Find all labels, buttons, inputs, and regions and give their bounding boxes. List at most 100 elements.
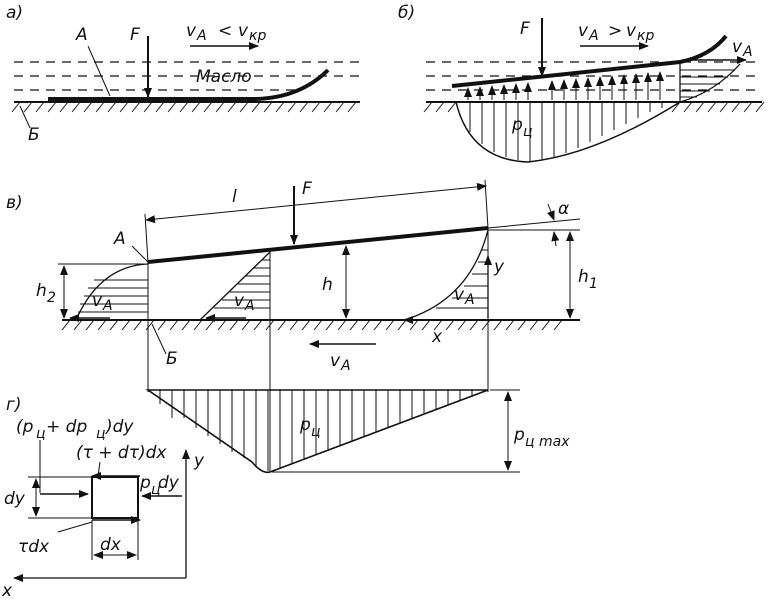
right-p: p <box>139 473 151 493</box>
point-b-leader-c <box>151 323 167 355</box>
svg-text:v: v <box>186 21 197 41</box>
point-a-label: A <box>75 25 88 45</box>
point-a-leader-c <box>131 245 149 263</box>
point-a-leader <box>87 45 111 97</box>
outflow-v: v <box>732 37 743 57</box>
middle-v: v <box>234 291 245 311</box>
angle-arrow-bottom <box>551 231 560 247</box>
svg-text:A: A <box>588 28 599 44</box>
velocity-hatch-middle <box>214 259 270 309</box>
slider-plate-b <box>451 34 728 88</box>
dy-label: dy <box>4 489 26 509</box>
velocity-hatch-b <box>680 69 735 98</box>
velocity-hatch-inlet <box>78 279 148 313</box>
panel-d-label: г) <box>6 395 22 415</box>
pressure-hatch-b <box>469 102 663 161</box>
h-label: h <box>322 275 333 295</box>
pressure-diagram <box>145 389 489 474</box>
svg-text:(p: (p <box>16 417 34 437</box>
svg-text:)dy: )dy <box>104 417 134 437</box>
point-b-label: Б <box>28 125 40 145</box>
oil-label: Масло <box>196 67 252 87</box>
h2-sub: 2 <box>47 290 56 306</box>
base-hatching <box>11 101 357 113</box>
svg-text:<: < <box>218 21 232 41</box>
pressure-p-b: p <box>511 115 523 135</box>
panel-b-label: б) <box>398 3 415 23</box>
y-label: y <box>493 257 505 277</box>
velocity-profile-middle <box>199 251 271 321</box>
right-sub: ц <box>151 482 161 498</box>
length-dimension <box>145 182 487 224</box>
pmax-sub: ц max <box>525 434 570 450</box>
right-dy: dy <box>158 473 180 493</box>
slider-plate-c <box>147 226 489 264</box>
base-hatching-c <box>61 319 563 331</box>
axis-y-label: y <box>193 451 205 471</box>
pressure-sub-c: ц <box>311 424 321 440</box>
svg-text:v: v <box>578 21 589 41</box>
force-label-c: F <box>302 179 312 199</box>
inlet-v-sub: A <box>102 298 113 314</box>
svg-text:v: v <box>626 21 637 41</box>
svg-text:ц: ц <box>36 426 46 442</box>
pressure-hatch-c <box>159 390 473 471</box>
base-v: v <box>330 351 341 371</box>
outlet-v-sub: A <box>464 292 475 308</box>
inlet-v: v <box>92 291 103 311</box>
panel-b: б) <box>398 3 765 163</box>
speed-condition-b: v A > v кр <box>578 21 654 50</box>
shear-top-label: (τ + dτ)dx <box>76 443 167 463</box>
velocity-profile-inlet <box>75 263 149 321</box>
svg-text:ц: ц <box>96 426 106 442</box>
panel-c-label: в) <box>6 193 23 213</box>
dx-label: dx <box>100 535 122 555</box>
slider-extension-line <box>487 218 581 229</box>
top-force-formula: (p ц + dp ц )dy <box>16 417 134 442</box>
shear-bottom-label: τdx <box>18 537 50 557</box>
length-label: l <box>232 187 237 207</box>
svg-text:кр: кр <box>249 28 266 44</box>
speed-condition-a: v A < v кр <box>186 21 266 50</box>
length-ext-right <box>484 179 489 229</box>
point-b-leader <box>19 105 31 129</box>
slider-plate <box>48 68 330 101</box>
svg-text:v: v <box>238 21 249 41</box>
pressure-curve-b <box>455 101 681 163</box>
pressure-p-c: p <box>299 415 311 435</box>
panel-c: в) α <box>6 179 598 474</box>
panel-a-label: а) <box>6 3 23 23</box>
base-hatching-b <box>423 101 765 113</box>
outlet-v: v <box>454 285 465 305</box>
base-v-sub: A <box>340 358 351 374</box>
panel-d: г) (p ц + dp ц )dy (τ + dτ)dx p ц dy dy … <box>1 395 205 601</box>
shear-bottom-leader <box>57 521 93 533</box>
svg-text:A: A <box>196 28 207 44</box>
svg-text:кр: кр <box>637 28 654 44</box>
axis-x-label: x <box>1 581 13 600</box>
oil-surface-lines-b <box>426 61 762 91</box>
force-label: F <box>130 25 140 45</box>
h2-label: h <box>36 281 47 301</box>
point-a-label-c: A <box>113 229 126 249</box>
svg-text:>: > <box>608 21 622 41</box>
length-ext-left <box>144 213 149 263</box>
panel-a: а) F A <box>6 3 360 145</box>
h1-sub: 1 <box>589 276 598 292</box>
force-label-b: F <box>520 19 530 39</box>
outflow-sub: A <box>742 44 753 60</box>
svg-text:+ dp: + dp <box>46 417 87 437</box>
point-b-label-c: Б <box>166 349 178 369</box>
pressure-sub-b: ц <box>523 124 533 140</box>
h1-label: h <box>578 267 589 287</box>
fluid-element <box>91 476 139 519</box>
shear-top-leader <box>97 461 101 477</box>
angle-arrow-top <box>547 203 555 221</box>
oil-surface-lines <box>14 61 360 91</box>
pmax-p: p <box>513 425 525 445</box>
velocity-profile-outlet <box>403 229 489 321</box>
angle-label: α <box>558 199 569 219</box>
pressure-arrows-b <box>464 71 664 100</box>
middle-v-sub: A <box>244 298 255 314</box>
